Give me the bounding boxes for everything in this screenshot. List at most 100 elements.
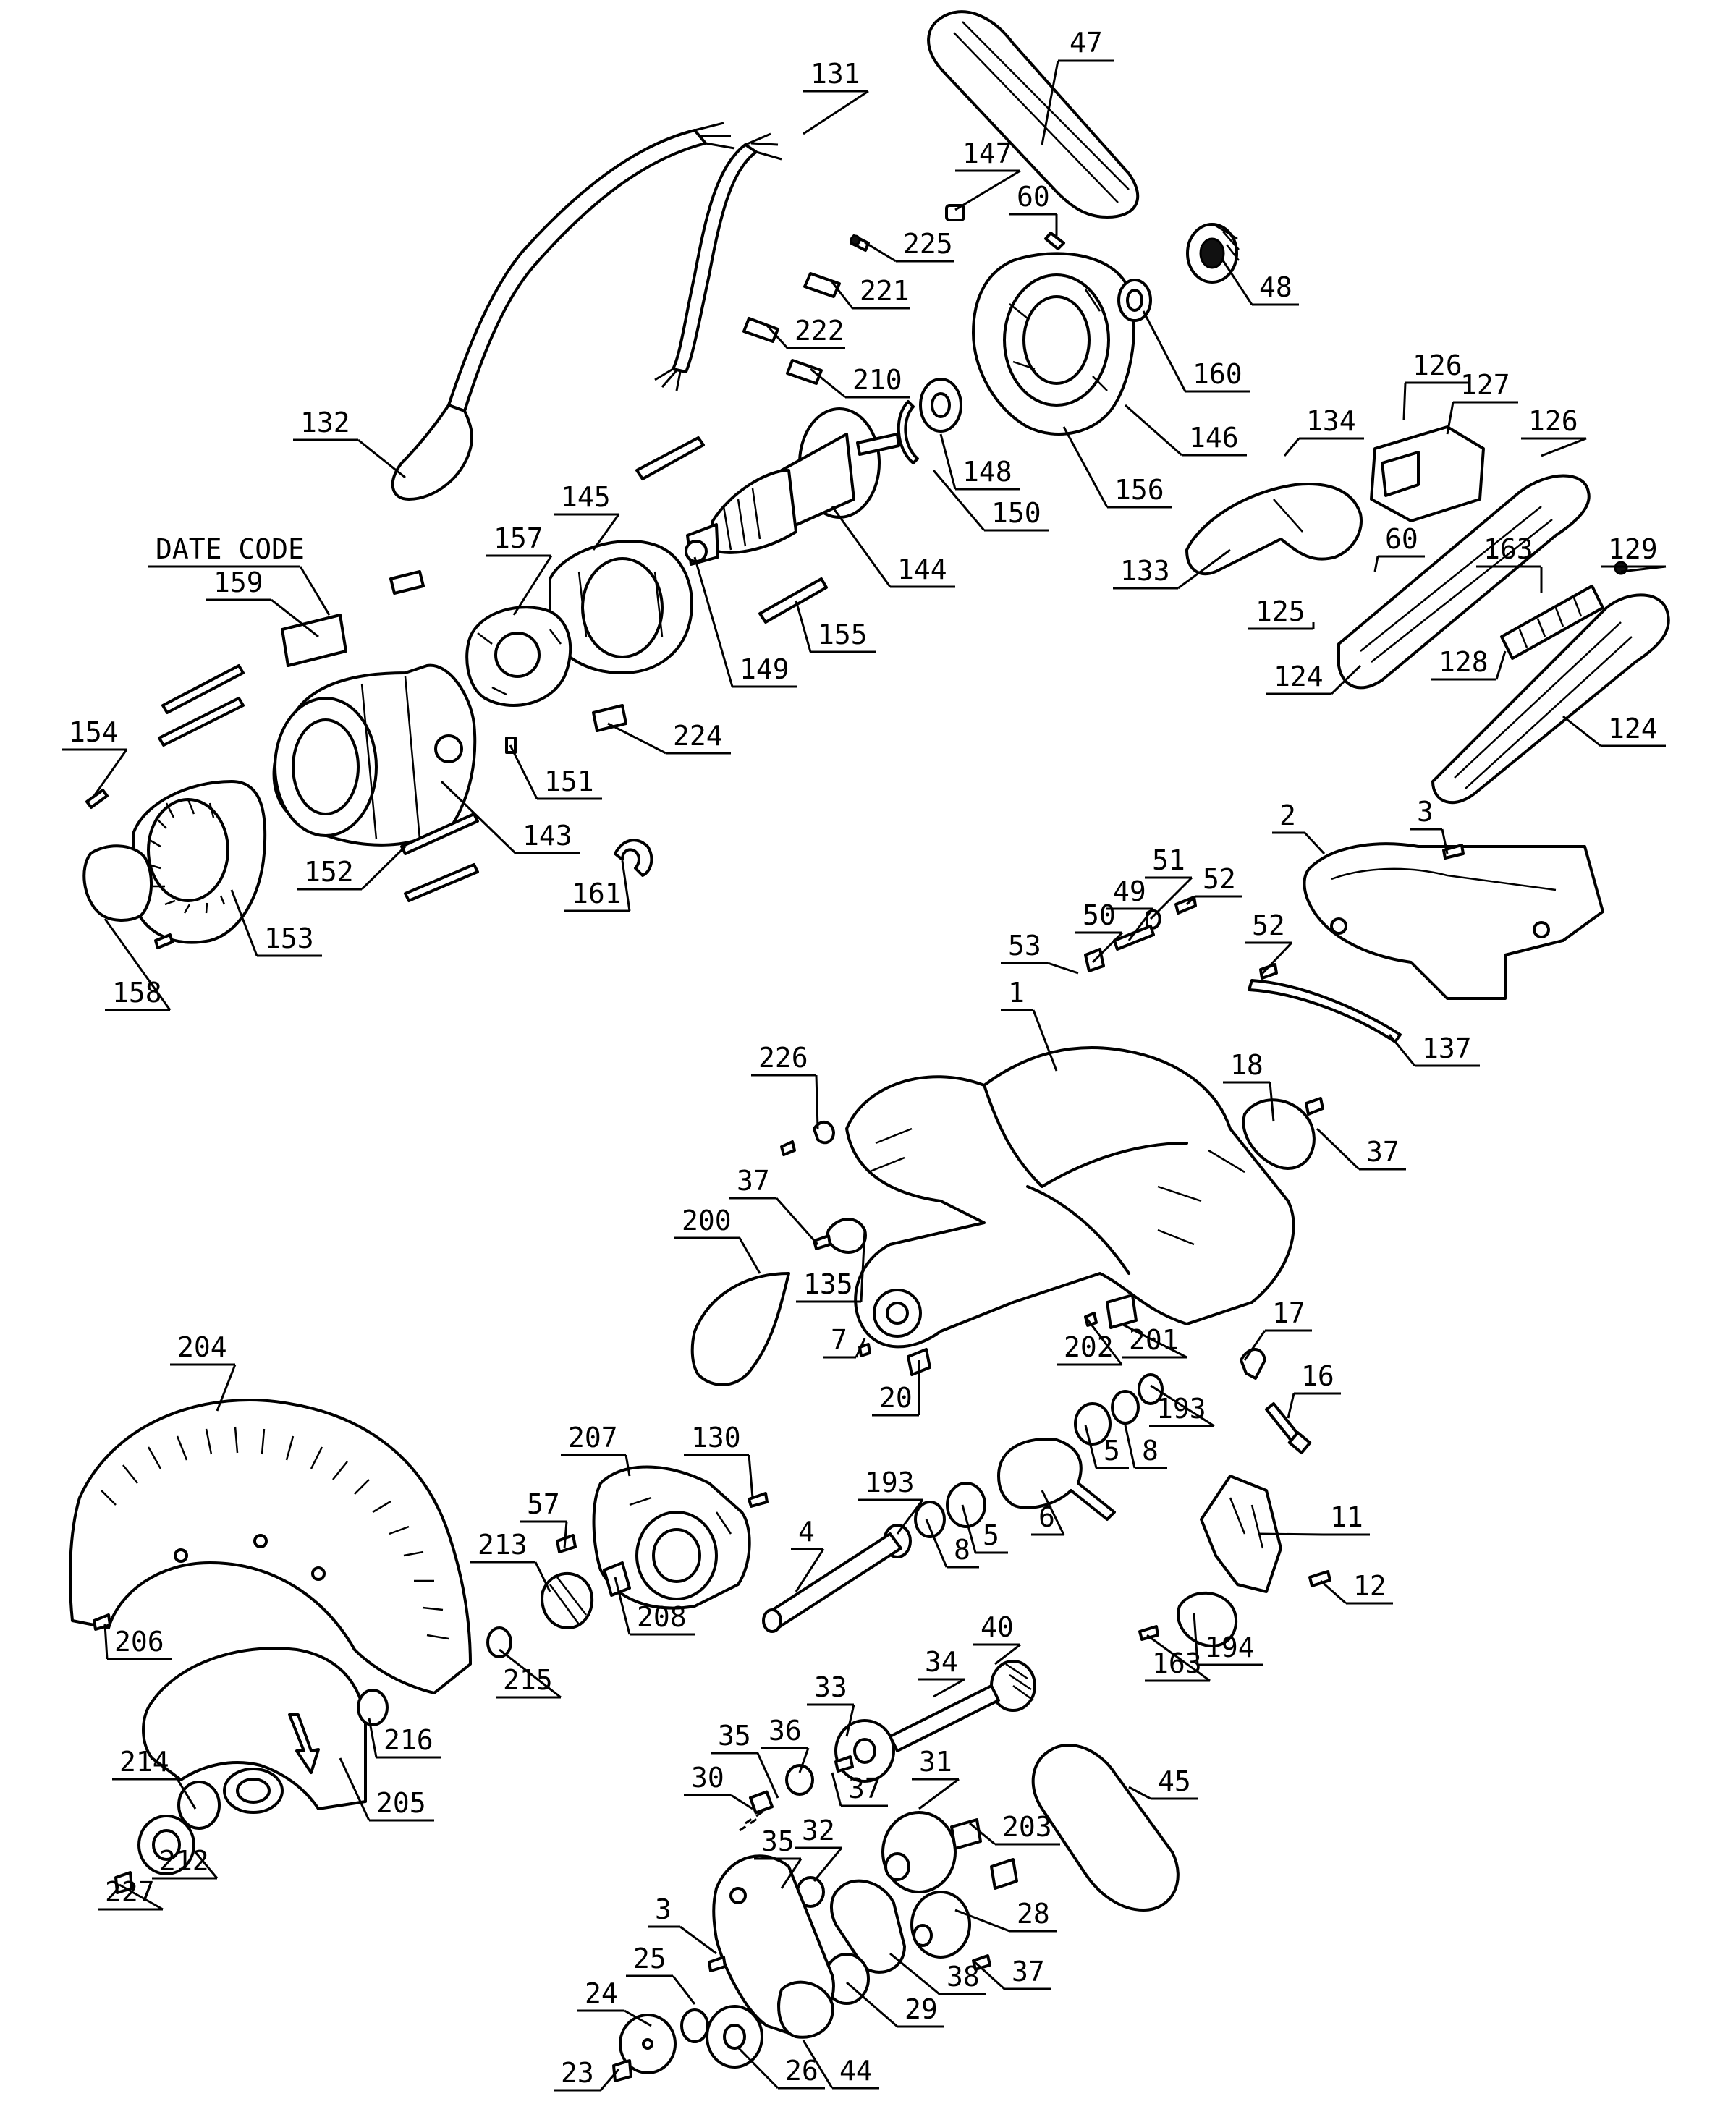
callout-30: 30 bbox=[684, 1762, 753, 1810]
callout-8: 8 bbox=[1124, 1425, 1167, 1469]
part-1-arm bbox=[845, 1046, 1295, 1349]
callout-leader-line bbox=[860, 1229, 866, 1302]
callout-29: 29 bbox=[846, 1981, 944, 2028]
callout-leader-line bbox=[679, 1925, 717, 1955]
callout-leader-line bbox=[512, 555, 553, 616]
part-4-shaft bbox=[762, 1532, 902, 1633]
callout-number: 147 bbox=[962, 137, 1012, 169]
callout-45: 45 bbox=[1128, 1765, 1198, 1800]
part-45-gasket bbox=[1031, 1743, 1180, 1912]
callout-leader-line bbox=[1258, 1532, 1324, 1536]
callout-60: 60 bbox=[1373, 523, 1425, 572]
callout-leader-line bbox=[831, 281, 854, 309]
part-158-cover-plate bbox=[82, 844, 153, 922]
callout-leader-line bbox=[756, 1752, 779, 1799]
callout-leader-line bbox=[1221, 260, 1253, 305]
part-48-pulley bbox=[1186, 223, 1240, 284]
callout-1: 1 bbox=[1001, 977, 1058, 1072]
callout-leader-line bbox=[864, 241, 897, 263]
callout-number: 155 bbox=[818, 619, 868, 650]
callout-leader-line bbox=[780, 1858, 803, 1889]
callout-number: 206 bbox=[114, 1626, 164, 1658]
callout-leader-line bbox=[855, 1338, 866, 1358]
callout-number: 29 bbox=[905, 1993, 938, 2025]
part-146-gear-case bbox=[972, 252, 1135, 436]
callout-leader-line bbox=[624, 1454, 631, 1477]
callout-number: 212 bbox=[159, 1845, 209, 1877]
part-132-cord bbox=[391, 122, 735, 501]
callout-leader-line bbox=[357, 438, 406, 479]
callout-number: 133 bbox=[1120, 555, 1170, 587]
callout-number: 40 bbox=[981, 1611, 1014, 1643]
callout-number: 32 bbox=[802, 1815, 835, 1846]
part-148-bearing bbox=[919, 378, 962, 433]
callout-226: 226 bbox=[751, 1042, 819, 1129]
callout-135: 135 bbox=[796, 1229, 866, 1303]
callout-number: 37 bbox=[737, 1165, 770, 1197]
callout-leader-line bbox=[509, 744, 538, 799]
callout-number: 50 bbox=[1083, 899, 1116, 931]
callout-number: 207 bbox=[568, 1422, 618, 1454]
callout-leader-line bbox=[972, 1959, 1006, 1990]
callout-129: 129 bbox=[1601, 533, 1667, 573]
callout-leader-line bbox=[795, 1548, 825, 1592]
callout-leader-line bbox=[969, 1822, 996, 1846]
callout-leader-line bbox=[1146, 1634, 1211, 1682]
callout-18: 18 bbox=[1223, 1049, 1275, 1122]
callout-leader-line bbox=[1142, 310, 1187, 392]
callout-number: 156 bbox=[1114, 474, 1164, 506]
callout-leader-line bbox=[939, 433, 957, 490]
part-153-end-cap bbox=[132, 780, 267, 944]
callout-number: 34 bbox=[925, 1646, 958, 1678]
callout-206: 206 bbox=[103, 1624, 172, 1660]
callout-number: 134 bbox=[1306, 405, 1356, 437]
callout-number: 163 bbox=[1152, 1647, 1202, 1679]
callout-leader-line bbox=[795, 600, 812, 653]
callout-number: 214 bbox=[119, 1746, 169, 1778]
callout-221: 221 bbox=[831, 275, 910, 310]
callout-leader-line bbox=[119, 1883, 164, 1911]
part-127-switch bbox=[1370, 425, 1485, 522]
callout-47: 47 bbox=[1041, 27, 1114, 145]
callout-number: 8 bbox=[1142, 1435, 1159, 1467]
part-161-clip bbox=[614, 839, 653, 877]
callout-leader-line bbox=[1084, 1425, 1098, 1469]
part-224-brush bbox=[592, 704, 627, 732]
callout-number: 200 bbox=[682, 1205, 732, 1236]
callout-5: 5 bbox=[1084, 1425, 1129, 1469]
callout-number: 226 bbox=[758, 1042, 808, 1074]
callout-leader-line bbox=[1084, 1316, 1123, 1365]
callout-number: 47 bbox=[1070, 27, 1103, 59]
callout-number: 37 bbox=[1012, 1956, 1045, 1987]
callout-5: 5 bbox=[961, 1504, 1008, 1554]
callout-leader-line bbox=[93, 749, 128, 797]
callout-leader-line bbox=[954, 1909, 1010, 1933]
callout-number: 18 bbox=[1230, 1049, 1263, 1081]
callout-number: 161 bbox=[572, 878, 622, 909]
callout-leader-line bbox=[845, 1704, 855, 1737]
callout-leader-line bbox=[810, 368, 846, 399]
callout-number: 150 bbox=[991, 497, 1041, 529]
callout-number: 215 bbox=[503, 1664, 553, 1696]
callout-leader-line bbox=[1124, 1425, 1136, 1469]
callout-leader-line bbox=[798, 1747, 810, 1773]
callout-20: 20 bbox=[872, 1360, 920, 1417]
callout-146: 146 bbox=[1125, 404, 1247, 457]
callout-leader-line bbox=[230, 889, 258, 956]
callout-49: 49 bbox=[1106, 875, 1154, 941]
callout-155: 155 bbox=[795, 600, 876, 653]
callout-151: 151 bbox=[509, 744, 602, 800]
callout-number: 157 bbox=[494, 522, 543, 554]
callout-leader-line bbox=[672, 1975, 696, 2005]
part-128-trigger bbox=[1500, 585, 1604, 660]
callout-38: 38 bbox=[889, 1952, 986, 1995]
callout-147: 147 bbox=[954, 137, 1021, 211]
callout-number: 159 bbox=[213, 567, 263, 598]
callout-number: 36 bbox=[769, 1715, 802, 1747]
callout-leader-line bbox=[1316, 1127, 1360, 1171]
callout-44: 44 bbox=[802, 2040, 879, 2090]
callout-leader-line bbox=[737, 2046, 779, 2090]
callout-35: 35 bbox=[711, 1720, 779, 1799]
callout-leader-line bbox=[360, 845, 407, 891]
callout-212: 212 bbox=[152, 1845, 219, 1880]
